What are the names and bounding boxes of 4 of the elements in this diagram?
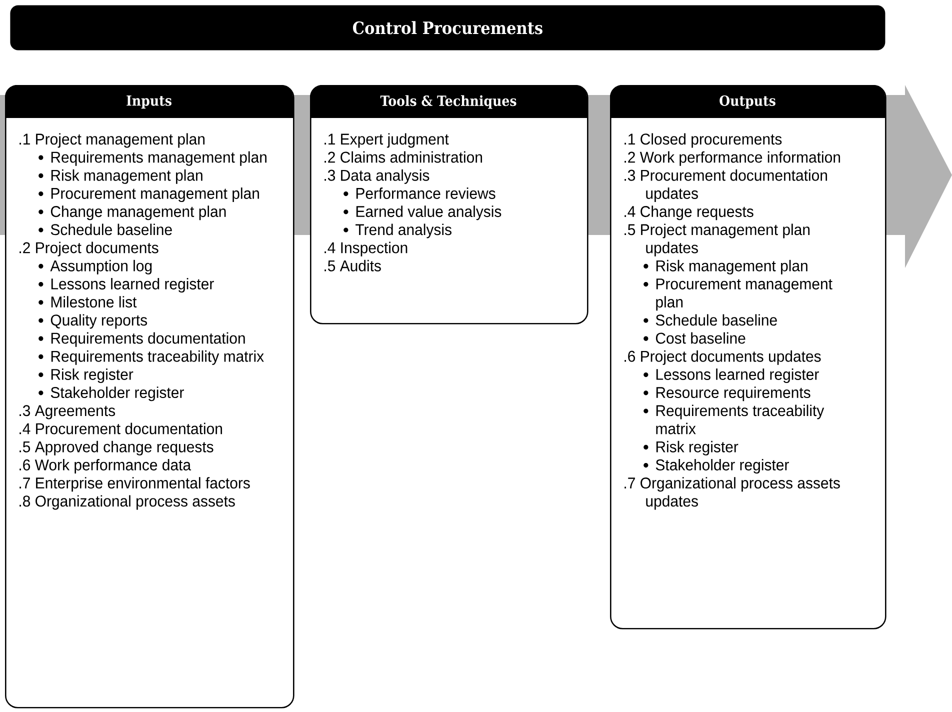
list-box: Inputs .1 Project management plan Requirements management plan Risk management plan Procurement management plan Change management plan Schedule baseline .2 Project documents Assumption log Lessons learned register Milestone list Quality reports Requirements documentation Requirements traceability matrix Risk register Stakeholder register .3 Agreements .4 Procurement documentation .5 Approved change requests .6 Work performance data .7 Enterprise environmental factors .8 Organizational process assets bbox=[5, 85, 294, 708]
title-band: Control Procurements bbox=[10, 5, 886, 50]
list-box: Outputs .1 Closed procurements .2 Work performance information .3 Procurement documentation updates .4 Change requests .5 Project management plan updates Risk management plan Procurement management plan Schedule baseline Cost baseline .6 Project documents updates Lessons learned register Resource requirements Requirements traceability matrix Risk register Stakeholder register .7 Organizational process assets updates bbox=[610, 85, 886, 630]
list-box: Tools & Techniques .1 Expert judgment .2 Claims administration .3 Data analysis Performance reviews Earned value analysis Trend analysis .4 Inspection .5 Audits bbox=[310, 85, 588, 324]
